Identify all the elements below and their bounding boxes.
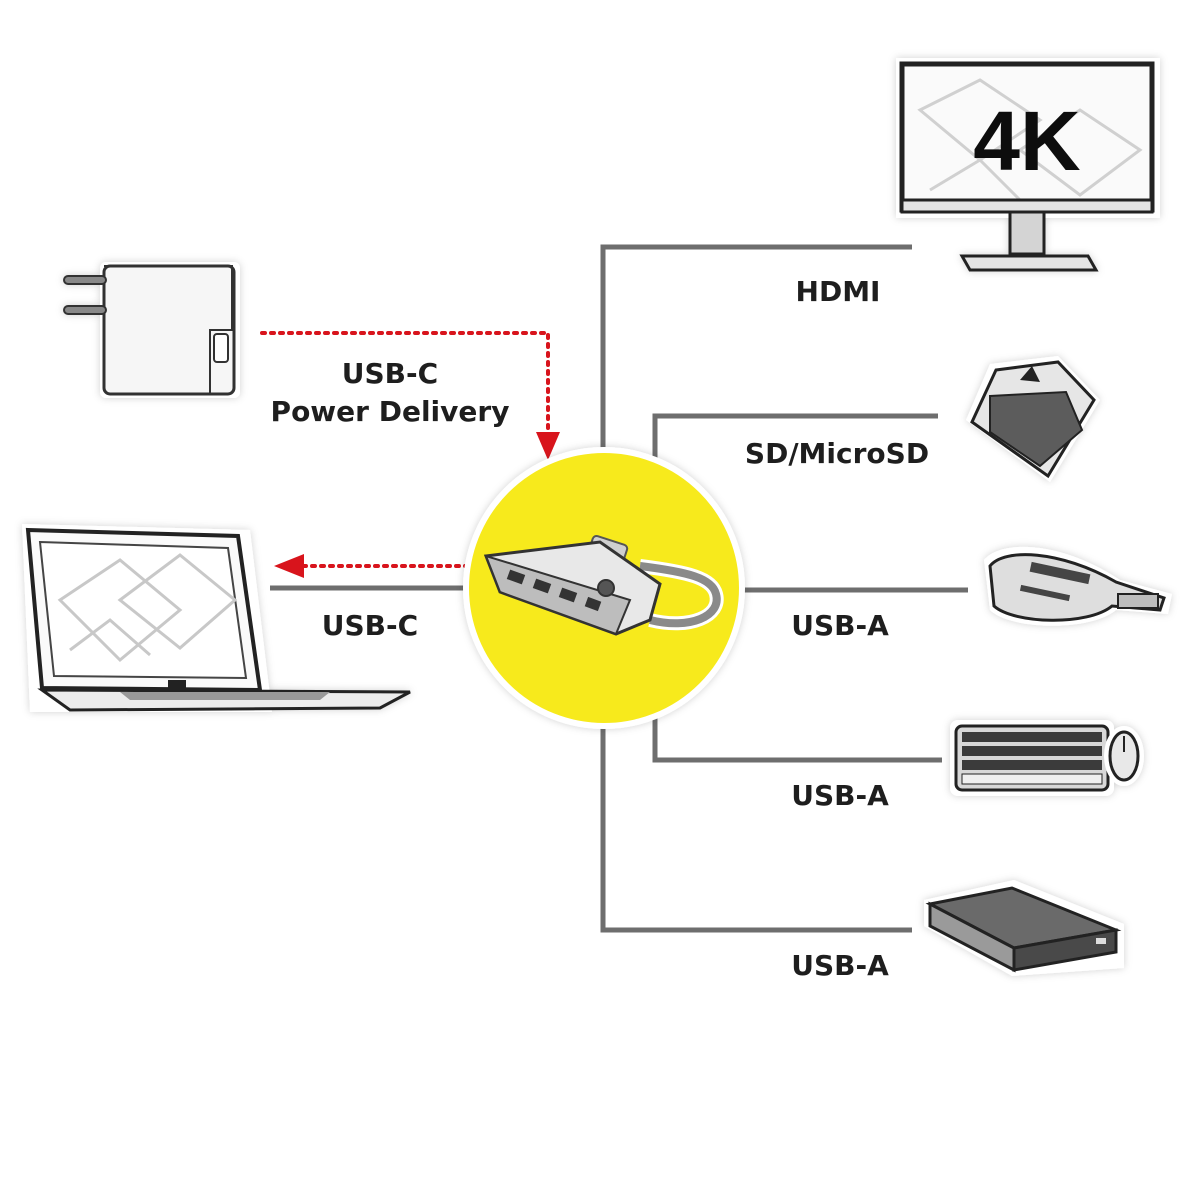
label-sd-microsd: SD/MicroSD — [744, 437, 930, 470]
sd-card-icon — [966, 356, 1100, 482]
label-power-delivery-line1: USB-C — [341, 357, 439, 390]
laptop-icon — [22, 524, 411, 712]
pd-arrow-to-hub — [260, 331, 550, 442]
card-reader-icon — [984, 546, 1172, 626]
keyboard-mouse-icon — [950, 720, 1144, 796]
label-usb-a-2: USB-A — [791, 779, 889, 812]
usba-line-2 — [652, 690, 942, 763]
label-usb-a-1: USB-A — [791, 609, 889, 642]
power-adapter-icon — [63, 262, 240, 398]
usba-line-3 — [600, 700, 912, 933]
hdmi-line — [600, 244, 912, 520]
usb-hub-icon — [483, 534, 724, 636]
monitor-4k-badge: 4K — [973, 94, 1080, 188]
pd-arrowhead-left — [274, 554, 304, 578]
label-laptop-usb-c: USB-C — [321, 609, 419, 642]
pd-arrowhead-down — [536, 432, 560, 460]
external-hdd-icon — [924, 880, 1124, 976]
label-usb-a-3: USB-A — [791, 949, 889, 982]
power-arrows — [260, 331, 550, 568]
label-hdmi: HDMI — [795, 275, 881, 308]
label-power-delivery-line2: Power Delivery — [270, 395, 510, 428]
monitor-icon: 4K — [896, 58, 1160, 272]
